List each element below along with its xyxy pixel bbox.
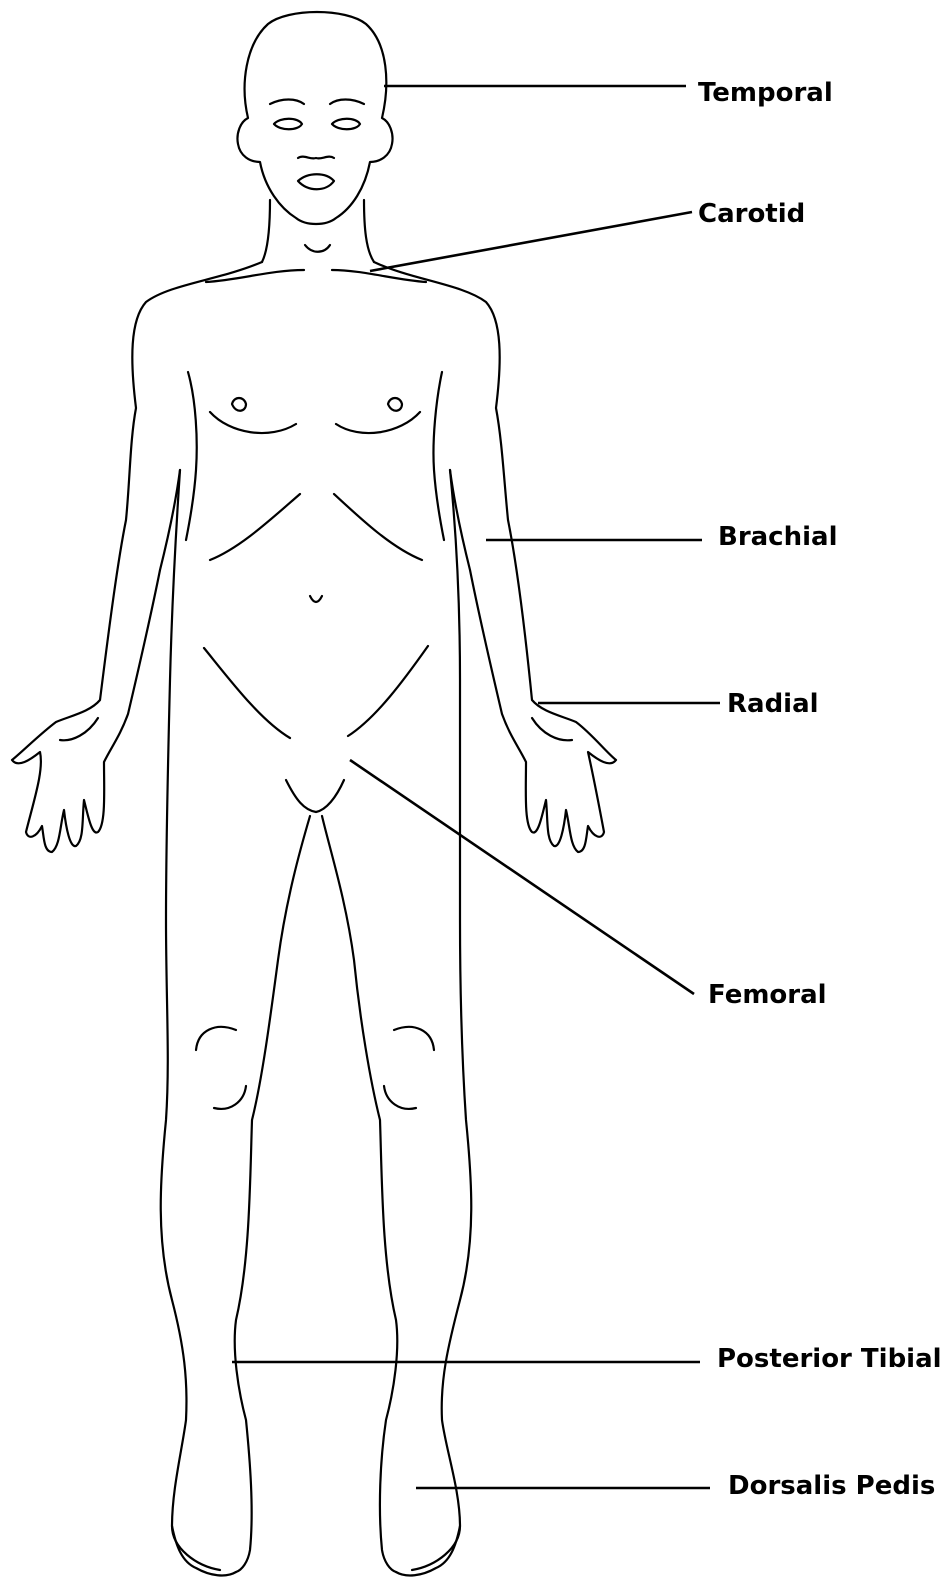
left-palm-line [60,718,98,740]
right-inner-arm [433,372,444,540]
nose [298,157,334,159]
right-inguinal-line [348,646,428,736]
left-inner-arm [186,372,197,540]
right-nipple [388,398,402,411]
right-eyebrow [330,100,364,105]
carotid-leader-line [370,212,692,271]
left-knee-upper [196,1027,236,1050]
left-eye [274,119,302,130]
neck-left [262,200,270,262]
right-pectoral [336,412,420,433]
left-inguinal-line [204,648,290,738]
neck-right [364,200,374,262]
right-eye [332,119,360,130]
torso-and-arms-outline [12,262,262,852]
label-dorsalis-pedis: Dorsalis Pedis [728,1471,935,1501]
left-pectoral [210,412,296,433]
right-leg-outer [412,470,471,1570]
pulse-labels: Temporal Carotid Brachial Radial Femoral… [698,78,942,1501]
navel [310,596,322,602]
right-rib-line [334,494,422,560]
label-femoral: Femoral [708,980,827,1010]
right-knee-lower [384,1086,416,1109]
right-knee-upper [394,1027,434,1050]
head-outline [237,12,392,224]
throat-mark [305,245,330,252]
human-body-figure [12,12,616,1575]
label-posterior-tibial: Posterior Tibial [717,1344,942,1374]
left-eyebrow [270,100,304,105]
label-temporal: Temporal [698,78,833,108]
femoral-leader-line [350,760,694,994]
right-palm-line [532,718,572,740]
label-brachial: Brachial [718,522,837,552]
label-radial: Radial [727,689,819,719]
label-carotid: Carotid [698,199,805,229]
left-leg-outer [161,470,220,1570]
mouth [298,174,334,189]
left-leg-inner [235,816,310,1572]
right-leg-inner [322,816,397,1572]
left-knee-lower [214,1086,246,1109]
left-nipple [232,398,246,411]
right-arm-outline [374,262,616,852]
left-rib-line [210,494,300,560]
groin [286,780,344,812]
